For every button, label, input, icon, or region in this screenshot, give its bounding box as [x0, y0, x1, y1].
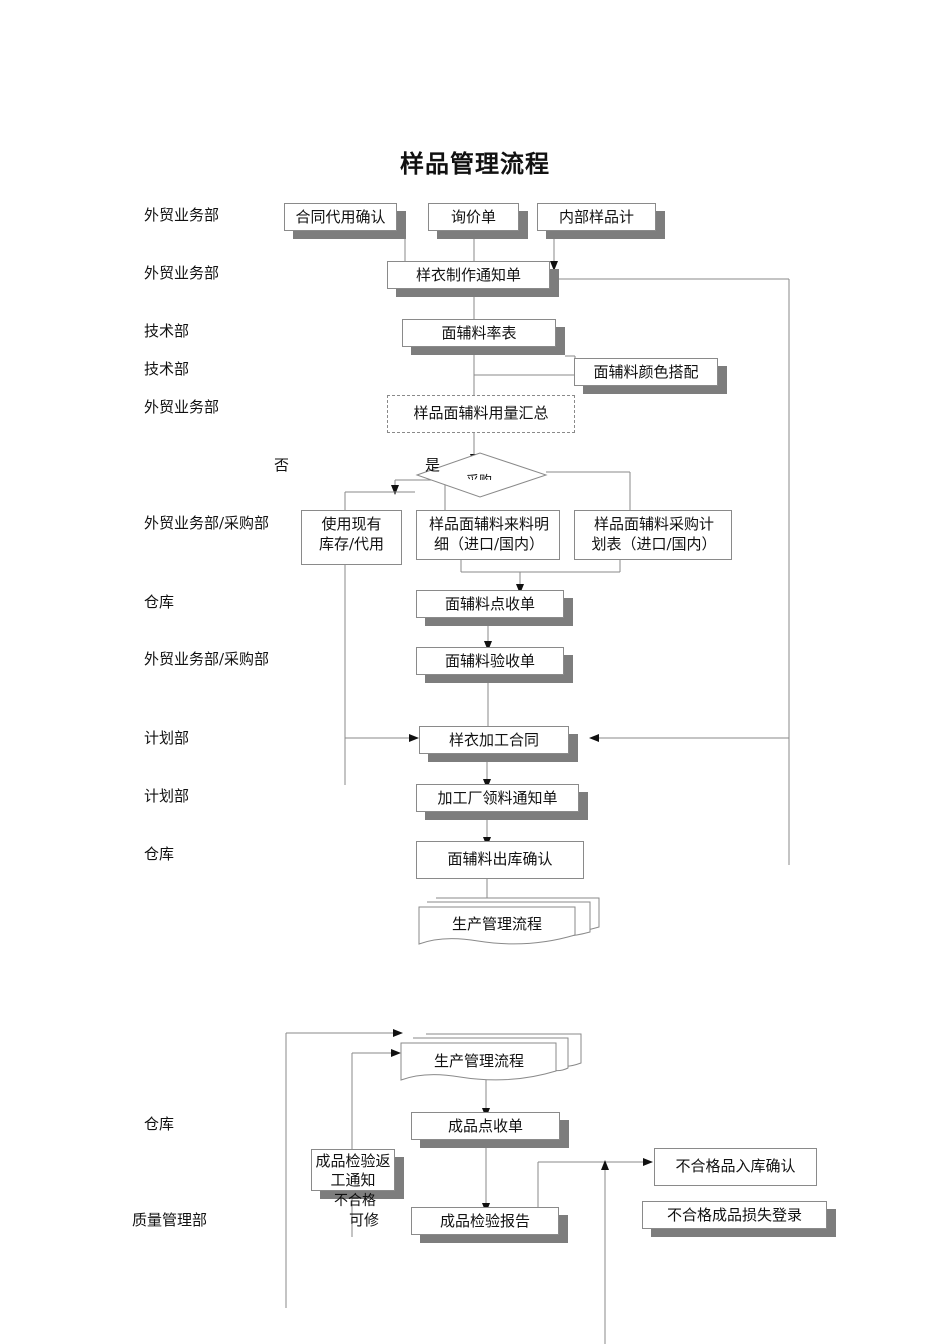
node-label: 样品面辅料来料明细（进口/国内） [428, 515, 549, 553]
dept-label: 外贸业务部/采购部 [144, 514, 270, 532]
reject-loss-box: 不合格成品损失登录 [642, 1201, 827, 1229]
page-title: 样品管理流程 [400, 149, 550, 178]
dept-label: 技术部 [144, 322, 190, 340]
dept-label: 外贸业务部 [144, 206, 220, 224]
product-receipt-box: 成品点收单 [411, 1112, 560, 1140]
material-rate-box: 面辅料率表 [402, 319, 556, 347]
sample-notice-box: 样衣制作通知单 [387, 261, 550, 289]
production-flow-doc: 生产管理流程 [400, 1033, 582, 1083]
dept-label: 仓库 [144, 593, 175, 611]
receipt-box: 面辅料点收单 [416, 590, 564, 618]
node-label: 面辅料验收单 [444, 652, 535, 670]
multi-document-icon [400, 1033, 582, 1081]
node-label: 成品检验返工通知 [315, 1152, 391, 1189]
dept-label: 外贸业务部 [144, 398, 220, 416]
rework-notice-box: 成品检验返工通知 [311, 1149, 395, 1191]
purchase-decision-label: 采购 [466, 470, 492, 480]
contract-confirm-box: 合同代用确认 [284, 203, 397, 231]
purchase-plan-box: 样品面辅料采购计划表（进口/国内） [574, 510, 732, 560]
reject-stock-box: 不合格品入库确认 [654, 1148, 817, 1186]
node-label: 面辅料颜色搭配 [593, 363, 699, 381]
internal-sample-box: 内部样品计 [537, 203, 656, 231]
node-label: 加工厂领料通知单 [437, 789, 558, 807]
dept-label: 仓库 [144, 1115, 175, 1133]
incoming-detail-box: 样品面辅料来料明细（进口/国内） [416, 510, 560, 560]
color-match-box: 面辅料颜色搭配 [574, 358, 718, 386]
yes-label: 是 [425, 456, 441, 474]
inspection-box: 面辅料验收单 [416, 647, 564, 675]
dept-label: 外贸业务部/采购部 [144, 650, 270, 668]
node-label: 不合格品入库确认 [675, 1157, 796, 1175]
repairable-label: 可修 [349, 1211, 380, 1229]
inquiry-box: 询价单 [428, 203, 519, 231]
node-label: 询价单 [450, 208, 496, 226]
node-label: 使用现有库存/代用 [318, 515, 385, 553]
node-label: 样品面辅料用量汇总 [413, 404, 549, 422]
node-label: 面辅料出库确认 [447, 850, 553, 868]
process-contract-box: 样衣加工合同 [419, 726, 569, 754]
node-label: 成品检验报告 [439, 1212, 530, 1230]
inspection-report-box: 成品检验报告 [411, 1207, 559, 1235]
node-label: 样衣加工合同 [448, 731, 539, 749]
node-label: 生产管理流程 [451, 915, 542, 933]
no-label: 否 [274, 456, 290, 474]
use-stock-box: 使用现有库存/代用 [301, 510, 402, 565]
node-label: 生产管理流程 [433, 1052, 524, 1070]
node-label: 合同代用确认 [295, 208, 386, 226]
node-label: 样品面辅料采购计划表（进口/国内） [591, 515, 717, 553]
node-label: 不合格成品损失登录 [666, 1206, 802, 1224]
node-label: 内部样品计 [558, 208, 634, 226]
outbound-confirm-box: 面辅料出库确认 [416, 841, 584, 879]
node-label: 成品点收单 [447, 1117, 523, 1135]
dept-label: 仓库 [144, 845, 175, 863]
dept-label: 技术部 [144, 360, 190, 378]
production-flow-doc: 生产管理流程 [418, 897, 600, 947]
reject-label: 不合格 [334, 1193, 376, 1209]
dept-label: 质量管理部 [132, 1211, 208, 1229]
node-label: 面辅料率表 [441, 324, 517, 342]
multi-document-icon [418, 897, 600, 945]
purchase-decision-diamond [415, 452, 548, 498]
node-label: 面辅料点收单 [444, 595, 535, 613]
dept-label: 计划部 [144, 729, 190, 747]
dept-label: 计划部 [144, 787, 190, 805]
pick-notice-box: 加工厂领料通知单 [416, 784, 579, 812]
dept-label: 外贸业务部 [144, 264, 220, 282]
node-label: 样衣制作通知单 [415, 266, 521, 284]
usage-summary-box: 样品面辅料用量汇总 [387, 395, 575, 433]
